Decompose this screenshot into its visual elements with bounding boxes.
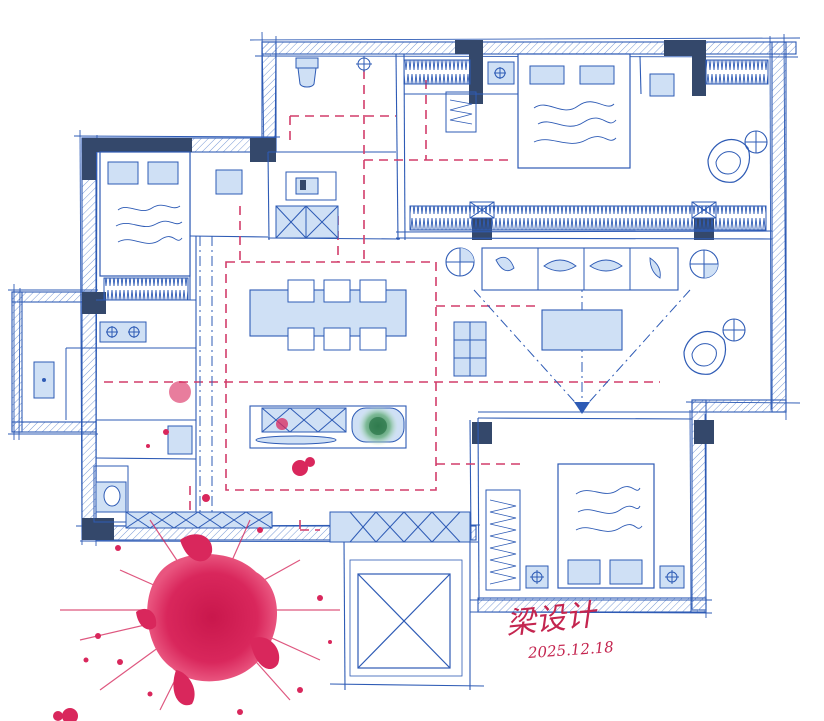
tv-cabinet-icon: [481, 247, 679, 291]
arrow-marker: [574, 402, 590, 414]
washbasin-icon: [95, 481, 127, 513]
exterior-walls: [11, 41, 797, 613]
wardrobe-strip-left: [103, 277, 189, 301]
kitchen-cabinet: [167, 425, 193, 455]
display-shelf: [453, 321, 487, 377]
bed-icon: [517, 53, 631, 169]
floor-drain-icon: [356, 56, 372, 72]
laundry-cabinet: [275, 205, 339, 239]
bath-strip: [249, 405, 407, 449]
armchair-icon: [707, 130, 768, 183]
plant-icon: [351, 406, 405, 446]
signature: 梁设计 2025.12.18: [504, 598, 646, 678]
desk: [215, 169, 243, 195]
armchair-icon: [683, 318, 746, 375]
elevator-shaft-icon: [349, 559, 463, 677]
wardrobe-strip-vertical: [485, 489, 521, 591]
bed-icon: [557, 463, 655, 589]
bathtub-icon: [255, 407, 347, 445]
second-bedroom: [99, 151, 243, 301]
dining-table-icon: [249, 279, 407, 351]
fridge-icon: [33, 361, 55, 399]
signature-date: 2025.12.18: [527, 638, 615, 662]
window-strip: [125, 511, 471, 543]
wardrobe-icon: [445, 91, 477, 133]
sink-icon: [285, 171, 337, 201]
bed-icon: [99, 151, 191, 277]
kitchen: [33, 321, 196, 523]
toilet-icon: [295, 57, 319, 88]
third-bedroom: [485, 463, 685, 591]
axis-guidelines: [104, 70, 660, 532]
ink-splash: [53, 381, 340, 721]
wardrobe-strip-top: [403, 59, 471, 85]
side-lamp-right: [689, 249, 719, 279]
bathroom-top: [275, 56, 372, 239]
side-lamp-left: [445, 247, 475, 277]
nightstand: [649, 73, 675, 97]
stove-icon: [99, 321, 147, 343]
coffee-table: [541, 309, 623, 351]
lamp-icon: [487, 61, 515, 85]
master-bedroom: [403, 53, 769, 231]
wardrobe-strip-top-right: [705, 59, 769, 85]
dining-area: [249, 279, 487, 377]
living-area: [445, 247, 746, 375]
